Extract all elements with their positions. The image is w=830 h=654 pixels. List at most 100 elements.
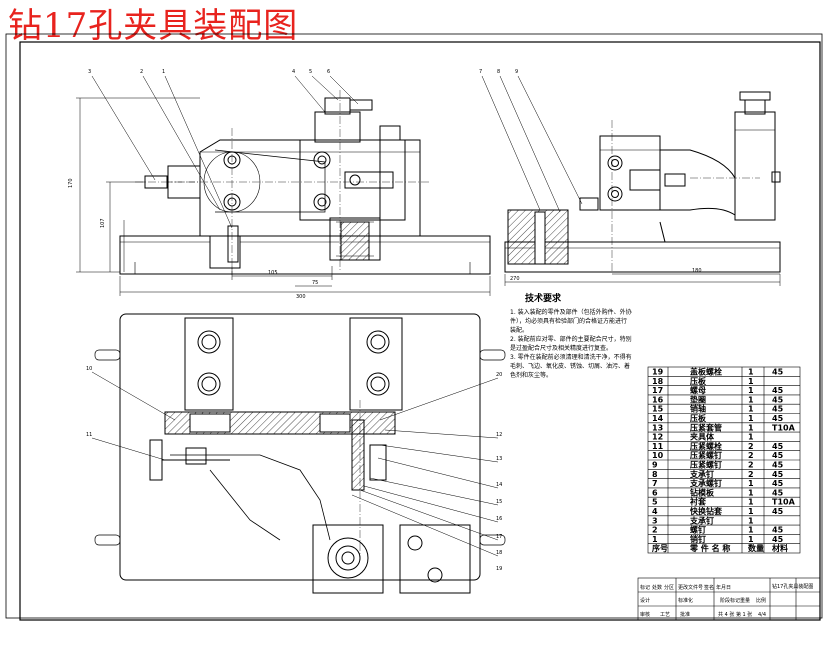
- tech-line: 是过盈配合尺寸及相关精度进行复查。: [510, 344, 612, 352]
- title-block-name: 钻17孔夹具装配图: [772, 583, 813, 590]
- bom-cell: 1: [748, 395, 754, 404]
- tb-cell: 审核: [640, 611, 650, 618]
- balloon-15: 15: [496, 499, 502, 505]
- bom-cell: 14: [652, 414, 664, 423]
- bom-cell: 45: [772, 368, 784, 377]
- side-dimensions: [504, 273, 781, 286]
- tech-lines: 1. 装入装配的零件及部件（包括外购件、外协 件），均必须具有检验部门的合格证方…: [510, 308, 632, 379]
- bom-cell: 螺钉: [690, 525, 706, 535]
- bom-cell: 8: [652, 470, 658, 479]
- bom-cell: 45: [772, 395, 784, 404]
- balloon-5: 5: [309, 69, 312, 75]
- dim-width-left: 105: [268, 270, 278, 276]
- bom-cell: T10A: [772, 498, 796, 507]
- bom-cell: 1: [748, 488, 754, 497]
- bom-cell: 45: [772, 526, 784, 535]
- tech-line: 件），均必须具有检验部门的合格证方能进行: [510, 317, 627, 325]
- bom-cell: 序号: [652, 543, 668, 553]
- tech-line: 3. 零件在装配前必须清理和清洗干净，不得有: [510, 353, 632, 361]
- outer-frame: [5, 33, 823, 619]
- bom-cell: 9: [652, 461, 658, 470]
- bom-cell: 盖板螺栓: [690, 367, 722, 377]
- tech-line: 装配。: [510, 326, 528, 334]
- bom-cell: 1: [652, 535, 658, 544]
- bom-cell: 18: [652, 377, 664, 386]
- tech-heading: 技术要求: [525, 292, 562, 304]
- bom-cell: 材料: [772, 543, 788, 553]
- bom-cell: 压紧螺钉: [690, 460, 722, 470]
- balloon-1: 1: [162, 69, 165, 75]
- dim-height-mid: 107: [100, 218, 106, 228]
- tb-cell: 4/4: [758, 612, 766, 618]
- bom-cell: 3: [652, 516, 658, 525]
- dim-width-inner: 75: [312, 280, 318, 286]
- bom-cell: T10A: [772, 423, 796, 432]
- bom-cell: 垫圈: [690, 394, 706, 404]
- bom-cell: 45: [772, 507, 784, 516]
- bom-cell: 1: [748, 433, 754, 442]
- tb-cell: 分区: [664, 584, 674, 591]
- tech-line: 1. 装入装配的零件及部件（包括外购件、外协: [510, 308, 632, 316]
- bom-cell: 15: [652, 405, 664, 414]
- bom-cell: 1: [748, 423, 754, 432]
- bom-cell: 快换钻套: [690, 506, 723, 516]
- side-leaders: [481, 75, 583, 213]
- bom-cell: 45: [772, 414, 784, 423]
- bom-cell: 2: [748, 470, 754, 479]
- bom-cell: 螺母: [690, 385, 706, 395]
- tech-line: 毛刺、飞边、氧化皮、锈蚀、切屑、油污、着: [510, 362, 630, 370]
- tb-cell: 比例: [756, 597, 766, 604]
- front-view: [119, 90, 491, 275]
- tb-cell: 标记: [640, 584, 650, 591]
- tb-cell: 共 4 张 第 1 张: [718, 611, 752, 618]
- balloon-2: 2: [140, 69, 143, 75]
- bom-cell: 4: [652, 507, 658, 516]
- tb-cell: 设计: [640, 597, 650, 604]
- balloon-9: 9: [515, 69, 518, 75]
- dim-side-inner: 180: [692, 268, 702, 274]
- balloon-20: 20: [496, 372, 502, 378]
- tb-cell: 更改文件号: [678, 584, 703, 591]
- bom-cell: 夹具体: [690, 432, 715, 442]
- bom-cell: 45: [772, 386, 784, 395]
- tb-cell: 标准化: [678, 597, 693, 604]
- bom-cell: 压板: [690, 376, 707, 386]
- bom-cell: 1: [748, 516, 754, 525]
- tb-cell: 重量: [740, 597, 750, 604]
- plan-view: [94, 313, 506, 594]
- balloon-17: 17: [496, 534, 502, 540]
- bom-cell: 2: [652, 526, 658, 535]
- balloon-4: 4: [292, 69, 295, 75]
- inner-frame: [19, 41, 821, 621]
- bom-cell: 1: [748, 526, 754, 535]
- plan-leaders: [91, 371, 499, 557]
- bom-cell: 压紧螺栓: [690, 441, 722, 451]
- bom-cell: 45: [772, 461, 784, 470]
- bom-cell: 5: [652, 498, 658, 507]
- bom-cell: 数量: [748, 543, 764, 553]
- bom-cell: 压紧螺钉: [690, 450, 722, 460]
- tb-cell: 处数: [652, 584, 662, 591]
- balloon-7: 7: [479, 69, 482, 75]
- bom-cell: 销轴: [690, 404, 706, 414]
- bom-cell: 1: [748, 386, 754, 395]
- bom-cell: 零 件 名 称: [689, 543, 730, 553]
- bom-cell: 压紧套管: [690, 422, 722, 432]
- dim-side-total: 270: [510, 276, 520, 282]
- bom-cell: 45: [772, 488, 784, 497]
- bom-cell: 45: [772, 535, 784, 544]
- balloon-6: 6: [327, 69, 330, 75]
- balloon-11: 11: [86, 432, 92, 438]
- bom-cell: 12: [652, 433, 663, 442]
- bom-cell: 6: [652, 488, 658, 497]
- tech-line: 2. 装配前应对零、部件的主要配合尺寸，特别: [510, 335, 632, 343]
- bom-cell: 压板: [690, 413, 707, 423]
- balloon-3: 3: [88, 69, 91, 75]
- bom-cell: 衬套: [689, 497, 707, 507]
- bom-cell: 19: [652, 368, 664, 377]
- bom-cell: 7: [652, 479, 658, 488]
- balloon-14: 14: [496, 482, 502, 488]
- bom-cell: 1: [748, 535, 754, 544]
- bom-cell: 1: [748, 405, 754, 414]
- balloon-8: 8: [497, 69, 500, 75]
